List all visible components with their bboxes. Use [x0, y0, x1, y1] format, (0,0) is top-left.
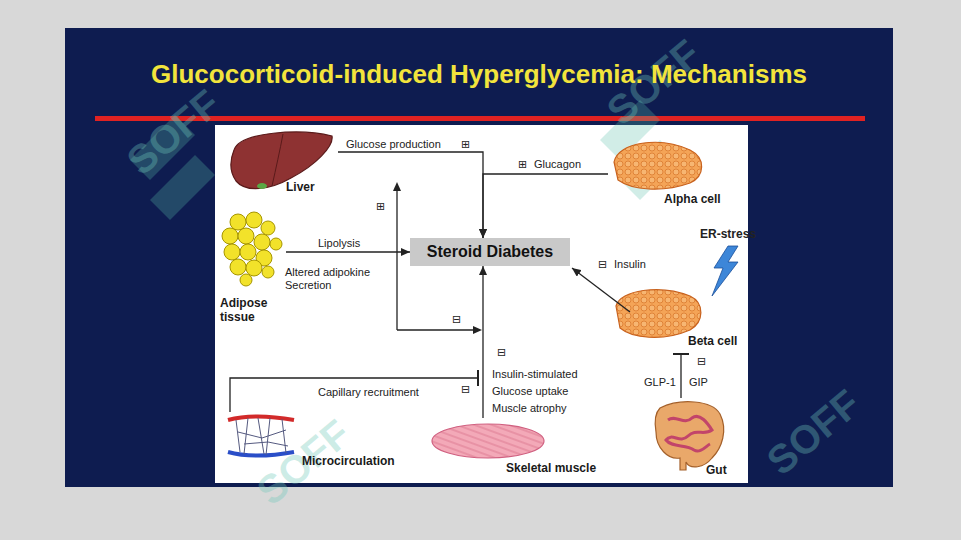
organ-node: Alpha cell	[608, 135, 738, 207]
organ-node: Skeletal muscle	[428, 418, 620, 478]
arrow-connector	[572, 268, 630, 312]
gut-loops	[666, 416, 712, 451]
arrow-connector	[482, 266, 483, 418]
organ-label: Microcirculation	[302, 454, 395, 468]
sign-symbol: ⊞	[376, 200, 385, 213]
organ-node: Gut	[650, 398, 740, 478]
arrow-connector	[338, 152, 483, 238]
arrow-head	[473, 326, 482, 334]
organ-label: Adipose tissue	[220, 296, 280, 324]
arrow-connector	[286, 251, 410, 252]
organ-node: Microcirculation	[226, 410, 408, 478]
edge-label: Insulin	[614, 258, 646, 271]
er-stress-bolt	[712, 246, 738, 296]
box-title: Steroid Diabetes	[410, 238, 570, 266]
organ-label: Alpha cell	[664, 192, 721, 206]
capillary-network	[236, 418, 288, 455]
arteriole	[228, 416, 294, 420]
note-text: GIP	[689, 376, 708, 389]
organ-node: Adipose tissue	[218, 210, 286, 332]
adipose-cells	[222, 212, 282, 286]
gut-outline	[655, 402, 723, 470]
organ-node: Liver	[228, 128, 338, 196]
slide-title: Glucocorticoid-induced Hyperglycemia: Me…	[65, 58, 893, 90]
note-text: ER-stress	[700, 228, 756, 241]
organ-label: Gut	[706, 463, 727, 477]
sign-symbol: ⊟	[598, 258, 607, 271]
liver-icon	[231, 132, 332, 189]
branch-line	[397, 329, 474, 330]
organ-label: Liver	[286, 180, 315, 194]
sign-symbol: ⊟	[452, 313, 461, 326]
arrow-connector	[483, 174, 608, 238]
alpha-pancreas	[614, 142, 702, 189]
edge-label: Glucose production	[346, 138, 441, 151]
edge-label: Capillary recruitment	[318, 386, 419, 399]
inhibition-connector	[230, 378, 478, 412]
organ-node: Beta cell	[612, 282, 744, 352]
result-box: Steroid Diabetes	[410, 238, 570, 266]
sign-symbol: ⊞	[518, 158, 527, 171]
edge-label: Lipolysis	[318, 237, 360, 250]
branch-line	[396, 190, 397, 330]
inhibition-connector	[680, 354, 681, 398]
edge-label: Glucagon	[534, 158, 581, 171]
sign-symbol: ⊟	[461, 383, 470, 396]
watermark: SOFF	[758, 381, 868, 483]
beta-pancreas	[616, 290, 701, 338]
sign-symbol: ⊟	[497, 346, 506, 359]
sign-symbol: ⊟	[697, 355, 706, 368]
organ-label: Beta cell	[688, 334, 737, 348]
edge-label: Insulin-stimulated Glucose uptake Muscle…	[492, 366, 592, 417]
sign-symbol: ⊞	[461, 138, 470, 151]
note-text: Altered adipokine Secretion	[285, 266, 385, 292]
muscle-fibre	[432, 424, 544, 458]
note-text: GLP-1	[644, 376, 676, 389]
gallbladder	[257, 183, 267, 189]
watermark: SOFF	[118, 81, 228, 183]
liver-lobe-line	[272, 134, 283, 186]
arrow-head	[393, 182, 401, 191]
organ-label: Skeletal muscle	[506, 461, 596, 475]
